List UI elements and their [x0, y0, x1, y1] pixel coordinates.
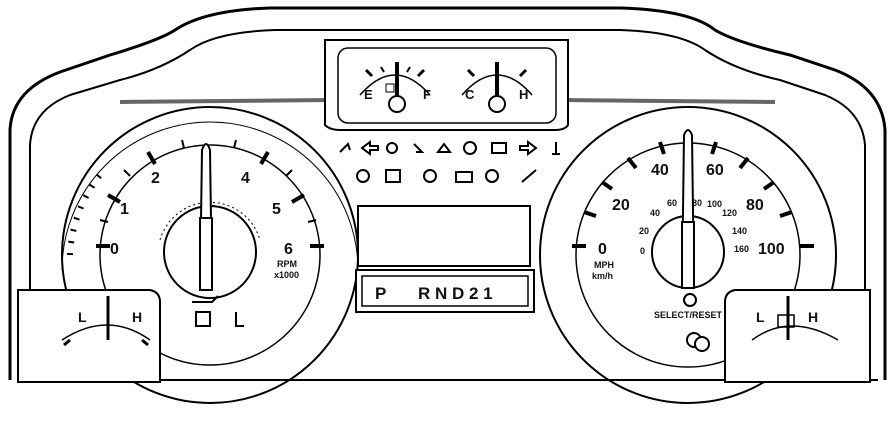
seat-icon — [235, 312, 244, 327]
temp-gauge: C H — [461, 62, 533, 113]
tach-label-6: 6 — [284, 241, 293, 258]
mph-label-80: 80 — [746, 197, 764, 214]
tach-ticks — [96, 150, 324, 248]
prndl-display: P R N D 2 1 — [355, 269, 535, 313]
temp-label-hot: H — [519, 87, 528, 102]
volt-label-low: L — [756, 309, 765, 325]
top-gauge-pod — [324, 39, 569, 131]
service-icon — [356, 169, 370, 183]
oil-label-low: L — [78, 309, 87, 325]
overdrive-icon — [485, 169, 499, 183]
voltmeter: L H — [724, 289, 871, 383]
prndl-gears: R N D 2 1 — [418, 284, 493, 303]
select-reset-button[interactable] — [686, 332, 710, 352]
fuel-gauge: E F — [359, 62, 431, 113]
cruise-icon — [339, 142, 351, 153]
tach-unit-x1000: x1000 — [274, 270, 299, 280]
four-wheel-drive-icon — [195, 311, 211, 327]
fuel-label-empty: E — [364, 87, 373, 102]
wrench-icon — [521, 169, 537, 183]
cluster-housing — [8, 6, 887, 380]
kmh-label-120: 120 — [722, 208, 737, 218]
kmh-label-100: 100 — [707, 199, 722, 209]
kmh-label-160: 160 — [734, 244, 749, 254]
abs-icon — [463, 141, 477, 155]
battery-icon — [777, 314, 795, 328]
mph-label-100: 100 — [758, 241, 785, 258]
volt-label-high: H — [808, 309, 818, 325]
kmh-label-40: 40 — [650, 208, 660, 218]
select-reset-label: SELECT/RESET — [654, 310, 723, 320]
kmh-label-80: 80 — [692, 198, 702, 208]
kmh-label-20: 20 — [639, 226, 649, 236]
tach-unit-rpm: RPM — [277, 259, 297, 269]
housing-shade — [559, 98, 776, 104]
tach-label-1: 1 — [120, 201, 129, 218]
fuel-label-full: F — [423, 87, 431, 102]
warning-lights-row1 — [339, 140, 560, 156]
kmh-label-60: 60 — [667, 198, 677, 208]
tach-label-0: 0 — [110, 241, 119, 258]
speedometer: 0 20 40 60 80 100 MPH km/h 0 20 40 60 80… — [539, 106, 837, 404]
check-engine-icon — [455, 171, 473, 183]
temp-label-cold: C — [465, 87, 475, 102]
kmh-label-140: 140 — [732, 226, 747, 236]
mph-label-0: 0 — [598, 241, 607, 258]
left-turn-icon — [360, 140, 379, 156]
tach-label-5: 5 — [272, 201, 281, 218]
oil-pressure-gauge: L H — [17, 289, 161, 383]
mph-label-20: 20 — [612, 197, 630, 214]
housing-shade — [119, 98, 331, 104]
seatbelt-icon — [386, 142, 398, 154]
tach-label-4: 4 — [241, 170, 250, 187]
speedo-ticks — [572, 141, 814, 248]
4x4-icon — [436, 142, 452, 153]
mph-label-60: 60 — [706, 162, 724, 179]
right-turn-icon — [519, 140, 538, 156]
brake-icon — [423, 169, 437, 183]
kmh-label-0: 0 — [640, 246, 645, 256]
fuel-pump-icon — [385, 83, 395, 93]
traction-icon — [385, 169, 401, 183]
odometer-icon — [683, 293, 697, 307]
airbag-icon — [413, 143, 425, 153]
temp-icon — [552, 142, 560, 155]
message-display — [357, 205, 531, 267]
speedo-unit-mph: MPH — [594, 260, 614, 270]
warning-lights-row2 — [356, 169, 537, 183]
prndl-park: P — [375, 284, 386, 303]
oil-can-icon — [192, 295, 219, 303]
tachometer: 0 1 2 4 5 6 RPM x1000 — [61, 106, 359, 404]
cluster-inner-rim — [29, 29, 866, 380]
battery-icon — [491, 142, 507, 154]
speedo-unit-kmh: km/h — [592, 271, 613, 281]
top-gauge-inner — [337, 47, 557, 124]
tach-label-2: 2 — [151, 170, 160, 187]
oil-label-high: H — [132, 309, 142, 325]
mph-label-40: 40 — [651, 162, 669, 179]
